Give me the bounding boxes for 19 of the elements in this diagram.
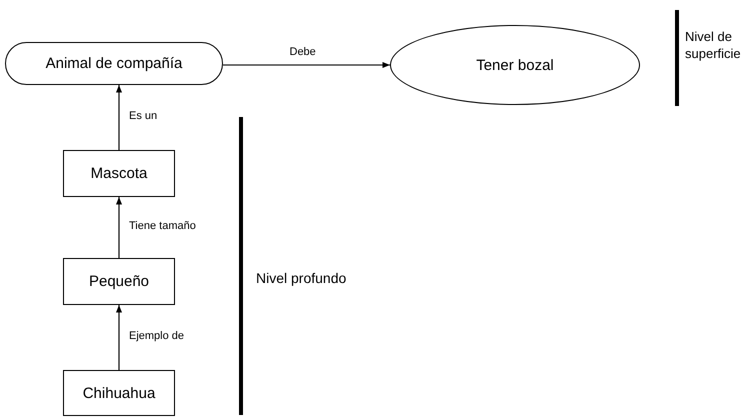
arrow [223, 62, 390, 68]
node-label: Animal de compañía [46, 55, 182, 72]
edge-label: Es un [128, 110, 158, 122]
level-label: Nivel profundo [256, 270, 348, 287]
arrow [116, 305, 122, 370]
process-box [63, 258, 175, 305]
node-label: Chihuahua [82, 384, 156, 402]
node-label: Tener bozal [476, 56, 554, 74]
level-label: Nivel de superficie [685, 28, 742, 62]
process-box [63, 150, 175, 197]
rounded-box [5, 42, 223, 85]
edge-label: Ejemplo de [128, 330, 186, 342]
process-box [63, 370, 175, 416]
arrow [116, 85, 122, 150]
edge-label: Tiene tamaño [128, 220, 197, 232]
edge-label: Debe [288, 46, 317, 58]
node-label: Pequeño [88, 273, 150, 290]
node-label: Mascota [90, 165, 148, 182]
arrow [116, 197, 122, 258]
